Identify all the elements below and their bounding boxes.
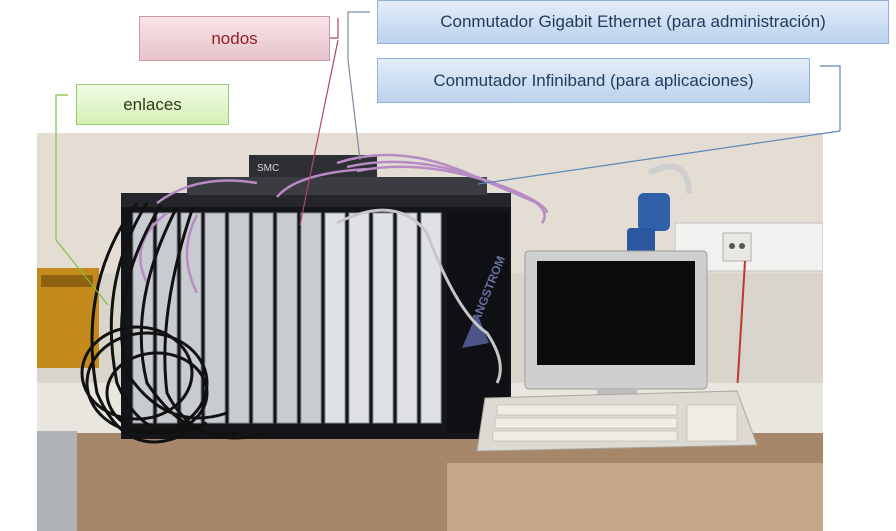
drawer <box>447 463 823 531</box>
gigabit-bracket <box>347 11 370 60</box>
infiniband-leader <box>477 130 841 185</box>
conduit <box>647 163 692 194</box>
wall-socket <box>722 232 752 262</box>
infiniband-switch <box>187 177 487 195</box>
infiniband-bracket <box>820 65 841 131</box>
metal-frame <box>37 431 77 531</box>
socket-hole <box>729 243 735 249</box>
enlaces-leader <box>55 239 109 306</box>
cluster-photo-drawing: ANGSTROM SMC <box>37 133 823 531</box>
gigabit-leader <box>347 59 361 161</box>
yellow-device-panel <box>41 275 93 287</box>
cluster-photo: ANGSTROM SMC <box>37 133 823 531</box>
nodos-bracket <box>330 18 339 39</box>
power-plug <box>627 228 655 256</box>
monitor-screen <box>537 261 695 365</box>
socket-hole <box>739 243 745 249</box>
power-plug <box>638 193 670 231</box>
enlaces-bracket <box>55 94 68 240</box>
label-gigabit-switch: Conmutador Gigabit Ethernet (para admini… <box>377 0 889 44</box>
grey-cable <box>336 208 502 384</box>
switch-brand: SMC <box>257 163 279 174</box>
label-enlaces: enlaces <box>76 84 229 125</box>
label-nodos: nodos <box>139 16 330 61</box>
red-cable <box>736 260 746 394</box>
black-cable-bundle <box>80 202 268 444</box>
nodos-leader <box>299 39 339 226</box>
rack-top <box>121 193 511 207</box>
rack-logo <box>462 313 489 348</box>
label-infiniband-switch: Conmutador Infiniband (para aplicaciones… <box>377 58 810 103</box>
keyboard-keys <box>492 404 738 442</box>
